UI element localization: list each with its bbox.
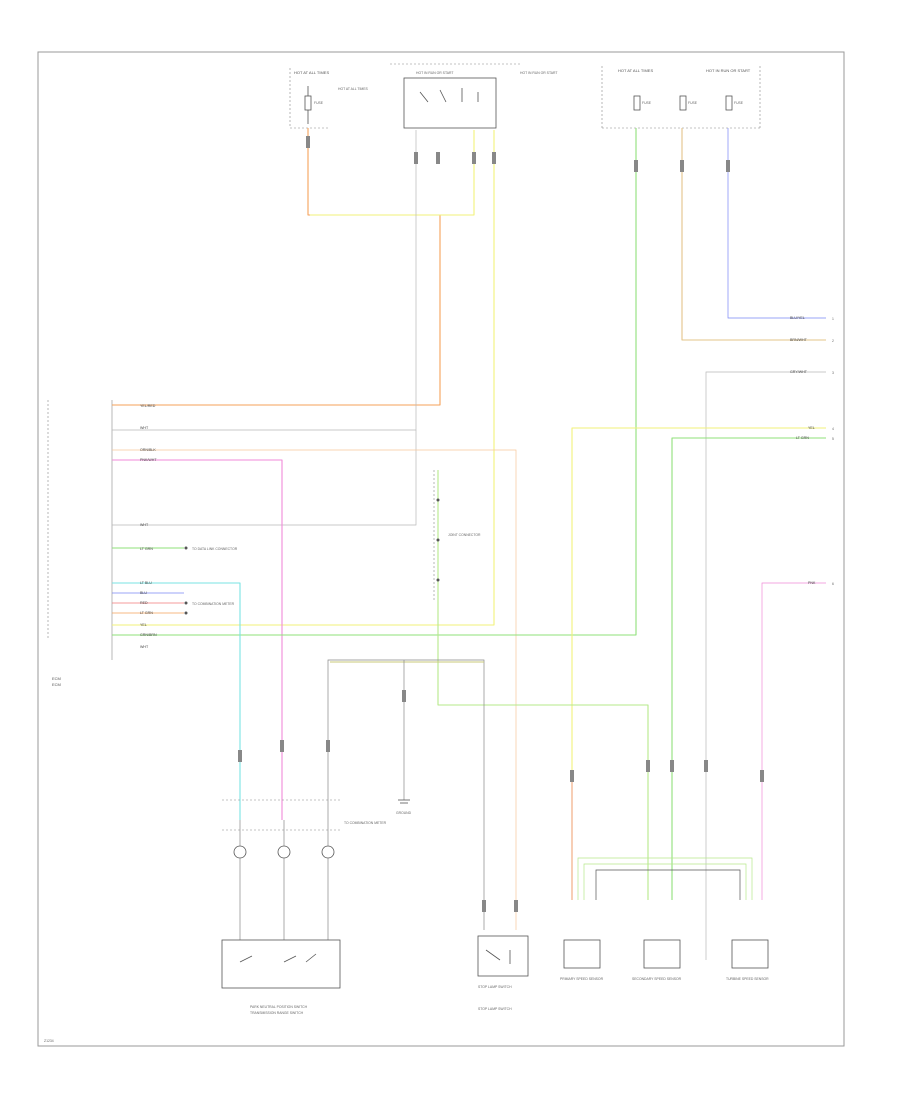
fuse-label-c: FUSE bbox=[688, 101, 698, 105]
turbine-sensor-label: TURBINE SPEED SENSOR bbox=[726, 977, 769, 981]
switch-icon bbox=[419, 88, 479, 103]
switch-icon bbox=[485, 949, 511, 964]
terminal-number: 2 bbox=[832, 339, 834, 343]
hot-label-left: HOT AT ALL TIMES bbox=[294, 70, 329, 75]
page-id: Z1234 bbox=[44, 1039, 54, 1043]
fuse-label-a: FUSE bbox=[314, 101, 324, 105]
relay-box: HOT IN RUN OR START HOT IN RUN OR START bbox=[390, 63, 558, 129]
wire-label: LT GRN bbox=[140, 547, 153, 551]
hot-label-right: HOT AT ALL TIMES bbox=[618, 68, 653, 73]
to-combination-meter-label: TO COMBINATION METER bbox=[192, 602, 235, 606]
relay-box-label: HOT IN RUN OR START bbox=[416, 71, 454, 75]
stop-lamp-switch-label-2: STOP LAMP SWITCH bbox=[478, 1007, 512, 1011]
fuse-block-right: HOT AT ALL TIMES HOT IN RUN OR START FUS… bbox=[601, 66, 761, 129]
secondary-speed-sensor: SECONDARY SPEED SENSOR bbox=[632, 939, 682, 981]
stop-lamp-switch: STOP LAMP SWITCH STOP LAMP SWITCH bbox=[477, 935, 529, 1011]
fuse-block-left: HOT AT ALL TIMES FUSE HOT AT ALL TIMES bbox=[289, 68, 369, 129]
secondary-sensor-label: SECONDARY SPEED SENSOR bbox=[632, 977, 682, 981]
terminal-number: 5 bbox=[832, 437, 834, 441]
relay-note: HOT IN RUN OR START bbox=[520, 71, 558, 75]
bulb-icon bbox=[233, 845, 335, 859]
wire-label: LT BLU bbox=[140, 581, 152, 585]
wire-label: BLU bbox=[140, 591, 147, 595]
wire-label: YEL bbox=[808, 426, 815, 430]
ecm-connector: ECM ECM bbox=[47, 400, 113, 687]
lower-left-connector: TO COMBINATION METER bbox=[222, 799, 387, 940]
wire-label: BRN/WHT bbox=[790, 338, 808, 342]
primary-speed-sensor: PRIMARY SPEED SENSOR bbox=[560, 939, 604, 981]
wire-label: BLU/YEL bbox=[790, 316, 805, 320]
diagram-frame bbox=[37, 51, 845, 1047]
ecm-stub-green: TO DATA LINK CONNECTOR bbox=[112, 546, 238, 551]
park-neutral-switch-label: PARK NEUTRAL POSITION SWITCH bbox=[250, 1005, 308, 1009]
wire-label: GRN/BRN bbox=[140, 633, 157, 637]
wire-label: WHT bbox=[140, 426, 149, 430]
wire-label: YEL bbox=[140, 623, 147, 627]
fuse-label-b: FUSE bbox=[642, 101, 652, 105]
ground-label: GROUND bbox=[396, 811, 412, 815]
stop-lamp-switch-label: STOP LAMP SWITCH bbox=[478, 985, 512, 989]
ecm-label: ECM bbox=[52, 676, 61, 681]
fuse-note-left: HOT AT ALL TIMES bbox=[338, 87, 369, 91]
transmission-range-switch-label: TRANSMISSION RANGE SWITCH bbox=[250, 1011, 304, 1015]
wire-label: PNK bbox=[808, 581, 816, 585]
turbine-speed-sensor: TURBINE SPEED SENSOR bbox=[726, 939, 769, 981]
lower-left-connector-label: TO COMBINATION METER bbox=[344, 821, 387, 825]
connector-icon bbox=[238, 136, 764, 912]
ground-icon: GROUND bbox=[396, 799, 412, 815]
terminal-number: 3 bbox=[832, 371, 834, 375]
wire-label: ORN/BLK bbox=[140, 448, 156, 452]
wire-label: GRY/WHT bbox=[790, 370, 808, 374]
ecm-stubs-multi: TO COMBINATION METER bbox=[112, 592, 235, 615]
fuse-icon bbox=[633, 95, 733, 111]
terminal-number: 4 bbox=[832, 427, 834, 431]
wire-label: LT GRN bbox=[140, 611, 153, 615]
switch-icon bbox=[239, 953, 317, 963]
wire-label: WHT bbox=[140, 523, 149, 527]
joint-connector: JOINT CONNECTOR bbox=[433, 470, 481, 600]
wire-label: RED bbox=[140, 601, 148, 605]
right-terminals: 1 2 3 4 5 6 bbox=[832, 317, 834, 586]
joint-connector-label: JOINT CONNECTOR bbox=[448, 533, 481, 537]
to-data-link-label: TO DATA LINK CONNECTOR bbox=[192, 547, 238, 551]
wire-label: PNK/WHT bbox=[140, 458, 157, 462]
wire-label: LT GRN bbox=[796, 436, 809, 440]
primary-sensor-label: PRIMARY SPEED SENSOR bbox=[560, 977, 604, 981]
fuse-label-d: FUSE bbox=[734, 101, 744, 105]
wire-label: WHT bbox=[140, 645, 149, 649]
ecm-label-2: ECM bbox=[52, 682, 61, 687]
terminal-number: 1 bbox=[832, 317, 834, 321]
fuse-icon bbox=[304, 86, 312, 124]
hot-label-right-2: HOT IN RUN OR START bbox=[706, 68, 751, 73]
terminal-number: 6 bbox=[832, 582, 834, 586]
park-neutral-switch: PARK NEUTRAL POSITION SWITCH TRANSMISSIO… bbox=[221, 939, 341, 1015]
wire-label: YEL/RED bbox=[140, 404, 156, 408]
